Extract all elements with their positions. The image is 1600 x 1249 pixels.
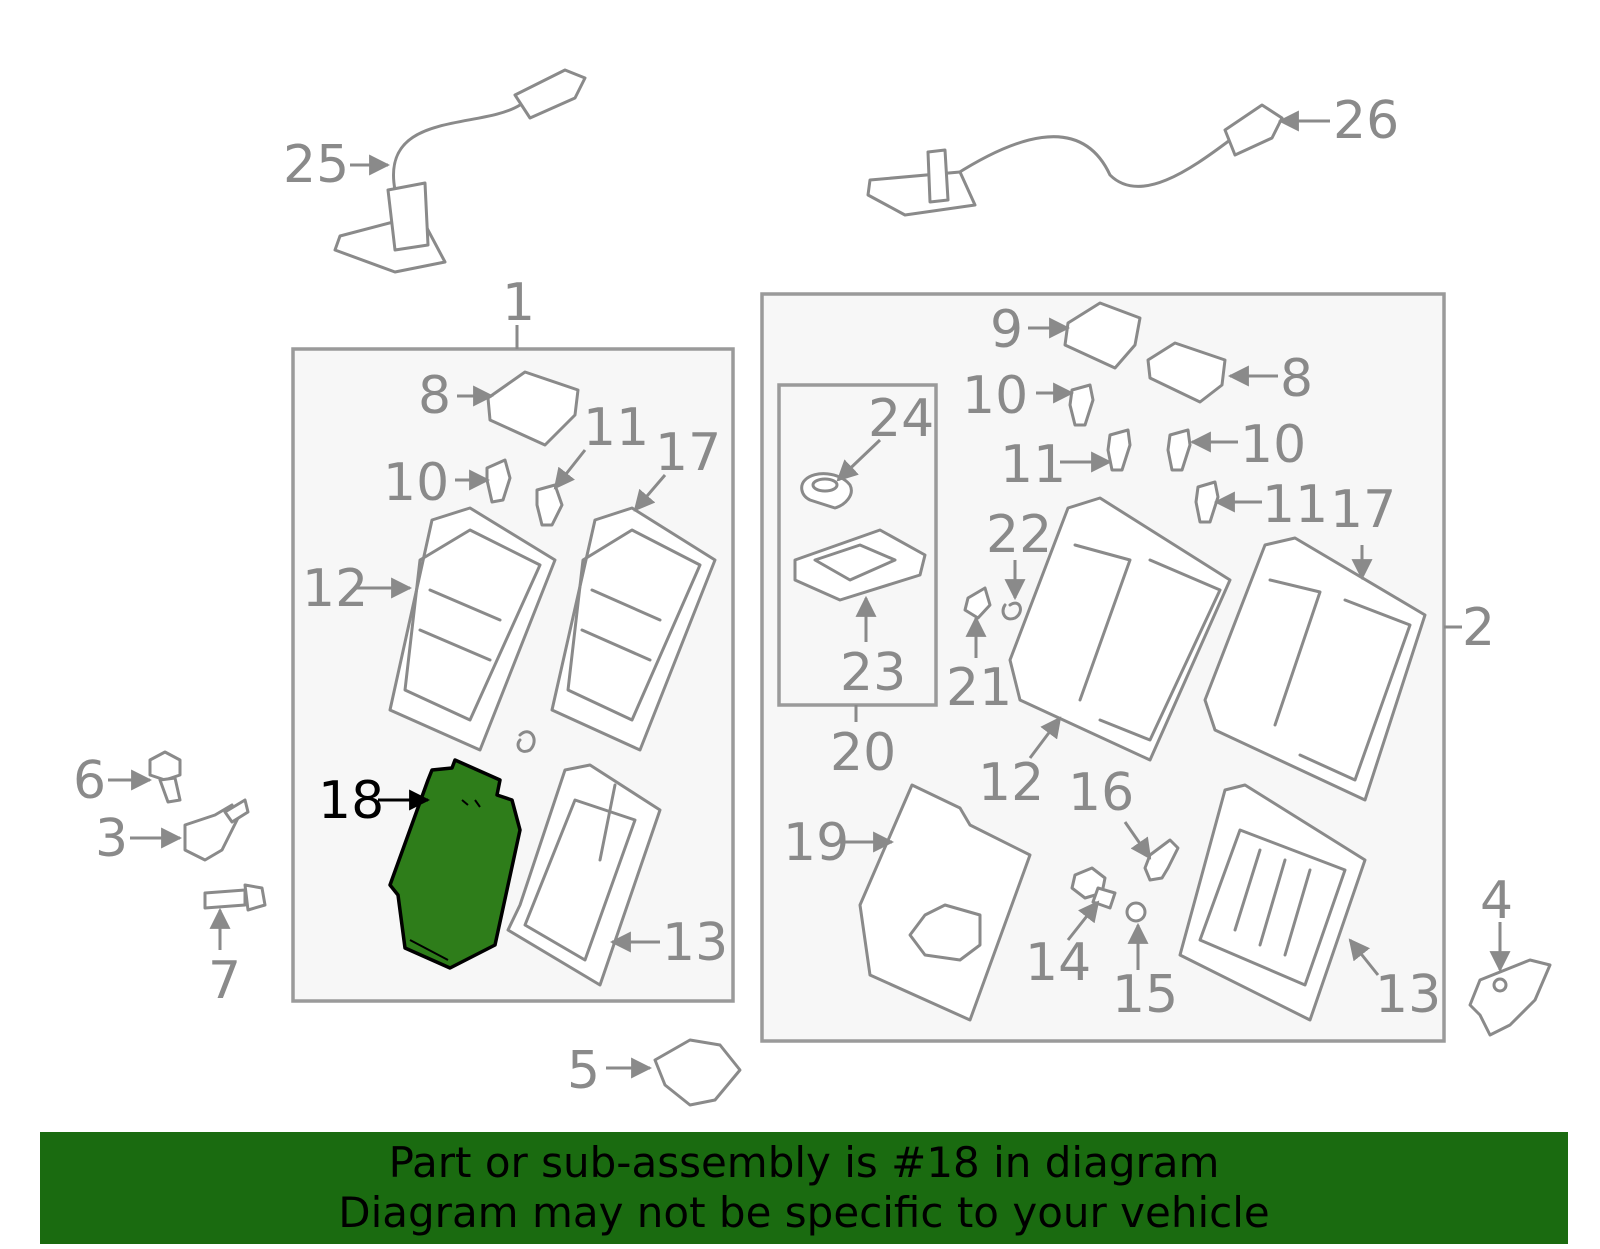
part-13-frame-right[interactable] (1178, 783, 1367, 1022)
label-18: 18 (318, 771, 384, 831)
label-10-left: 10 (383, 453, 449, 513)
part-11-clip-right-a[interactable] (1106, 428, 1132, 472)
leader-lines (108, 110, 1511, 1079)
part-23-armrest[interactable] (793, 528, 927, 602)
label-13-left: 13 (662, 913, 728, 973)
part-7-bolt[interactable] (203, 883, 267, 912)
label-12-right: 12 (978, 753, 1044, 813)
label-20: 20 (830, 723, 896, 783)
label-3: 3 (95, 809, 128, 869)
label-15: 15 (1112, 965, 1178, 1025)
label-26: 26 (1333, 91, 1399, 151)
label-13-right: 13 (1375, 965, 1441, 1025)
label-9: 9 (990, 300, 1023, 360)
label-19: 19 (783, 813, 849, 873)
part-17-back-cover-right[interactable] (550, 506, 717, 752)
part-11-clip-right-b[interactable] (1194, 480, 1220, 524)
part-4-bracket[interactable] (1468, 958, 1552, 1037)
label-8-left: 8 (418, 366, 451, 426)
part-6-bolt[interactable] (148, 750, 182, 804)
part-15-nut[interactable] (1125, 901, 1147, 923)
part-21-clip[interactable] (963, 586, 992, 620)
part-12-back-cover-right-box[interactable] (1008, 496, 1232, 762)
label-11-right-b: 11 (1262, 475, 1328, 535)
label-8-right: 8 (1280, 349, 1313, 409)
label-4: 4 (1480, 871, 1513, 931)
label-12-left: 12 (302, 559, 368, 619)
label-10-right-b: 10 (1240, 415, 1306, 475)
label-11-left: 11 (583, 398, 649, 458)
part-17-back-cover-right-box[interactable] (1203, 536, 1427, 802)
label-22: 22 (986, 505, 1052, 565)
part-5-bracket[interactable] (653, 1038, 742, 1107)
label-11-right-a: 11 (1000, 435, 1066, 495)
part-26-cable[interactable] (866, 103, 1284, 217)
part-24-cupholder[interactable] (800, 472, 853, 510)
label-24: 24 (868, 389, 934, 449)
label-16: 16 (1068, 763, 1134, 823)
part-10-clip-right-b[interactable] (1166, 428, 1192, 472)
part-8-cap-left[interactable] (486, 370, 580, 447)
small-hook-left (516, 730, 536, 753)
part-25-cable[interactable] (333, 68, 587, 274)
label-17-right: 17 (1330, 480, 1396, 540)
label-6: 6 (73, 751, 106, 811)
part-13-frame-left[interactable] (506, 763, 662, 987)
label-5: 5 (567, 1041, 600, 1101)
label-25: 25 (283, 135, 349, 195)
part-16-bracket[interactable] (1143, 838, 1180, 882)
part-19-panel[interactable] (858, 783, 1032, 1022)
part-18-highlighted-panel[interactable] (388, 758, 522, 970)
part-10-clip-right-a[interactable] (1068, 383, 1095, 427)
info-banner: Part or sub-assembly is #18 in diagram D… (40, 1132, 1568, 1244)
part-3-bracket[interactable] (183, 798, 250, 862)
part-8-cap-right[interactable] (1146, 341, 1227, 404)
label-7: 7 (208, 951, 241, 1011)
label-2: 2 (1462, 598, 1495, 658)
label-17-left: 17 (655, 423, 721, 483)
part-12-back-cover-left[interactable] (388, 506, 557, 752)
label-23: 23 (840, 643, 906, 703)
label-10-right-a: 10 (962, 366, 1028, 426)
label-1: 1 (502, 273, 535, 333)
banner-line-2: Diagram may not be specific to your vehi… (338, 1188, 1270, 1237)
part-number-labels: 25 26 1 2 8 10 11 17 12 18 13 6 3 7 5 4 … (73, 91, 1513, 1101)
part-22-hook[interactable] (1001, 601, 1022, 621)
banner-line-1: Part or sub-assembly is #18 in diagram (388, 1138, 1220, 1187)
part-9-cap[interactable] (1063, 301, 1142, 370)
label-21: 21 (946, 658, 1012, 718)
label-14: 14 (1025, 933, 1091, 993)
